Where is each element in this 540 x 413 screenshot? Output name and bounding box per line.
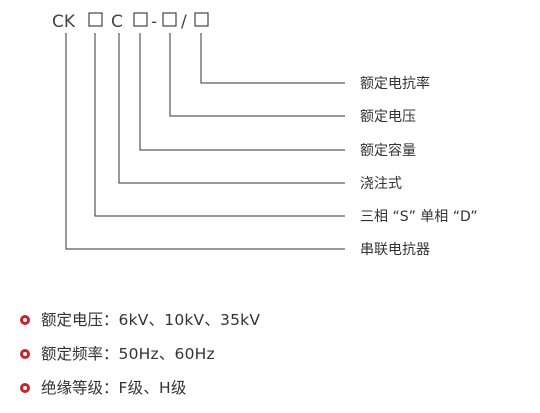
bullet-icon	[20, 348, 30, 359]
spec-row-insulation-class: 绝缘等级：F级、H级	[20, 377, 187, 399]
label-series-reactor: 串联电抗器	[360, 242, 430, 258]
model-code-diagram: CK C - / 额定电抗率 额定电压 额定容量 浇注式 三相 “S” 单相 “…	[52, 12, 478, 258]
placeholder-box-capacity	[133, 12, 148, 27]
leader-line-reactance-rate	[200, 33, 345, 84]
bullet-icon	[20, 314, 30, 325]
leader-line-cast-type	[118, 33, 345, 184]
model-mid-letter: C	[111, 12, 123, 32]
spec-label: 额定频率：	[41, 345, 119, 363]
spec-value: F级、H级	[118, 379, 187, 397]
spec-row-rated-voltage: 额定电压：6kV、10kV、35kV	[20, 309, 260, 331]
bullet-icon	[20, 382, 30, 393]
spec-value: 6kV、10kV、35kV	[118, 311, 261, 329]
leader-line-capacity	[139, 33, 345, 151]
model-prefix: CK	[52, 12, 76, 32]
spec-value: 50Hz、60Hz	[118, 345, 215, 363]
label-rated-voltage: 额定电压	[360, 109, 416, 125]
spec-label: 额定电压：	[41, 311, 119, 329]
leader-line-phase	[94, 33, 345, 217]
spec-row-rated-frequency: 额定频率：50Hz、60Hz	[20, 343, 215, 365]
spec-label: 绝缘等级：	[41, 379, 119, 397]
placeholder-box-phase	[88, 12, 103, 27]
label-phase-type: 三相 “S” 单相 “D”	[360, 209, 478, 225]
model-dash: -	[151, 12, 157, 32]
leader-line-voltage	[169, 33, 345, 117]
label-cast-type: 浇注式	[360, 176, 402, 192]
placeholder-box-reactance	[194, 12, 209, 27]
model-slash: /	[181, 12, 187, 32]
label-reactance-rate: 额定电抗率	[360, 75, 430, 92]
placeholder-box-voltage	[162, 12, 177, 27]
leader-line-series-reactor	[65, 33, 345, 250]
label-rated-capacity: 额定容量	[360, 142, 416, 159]
